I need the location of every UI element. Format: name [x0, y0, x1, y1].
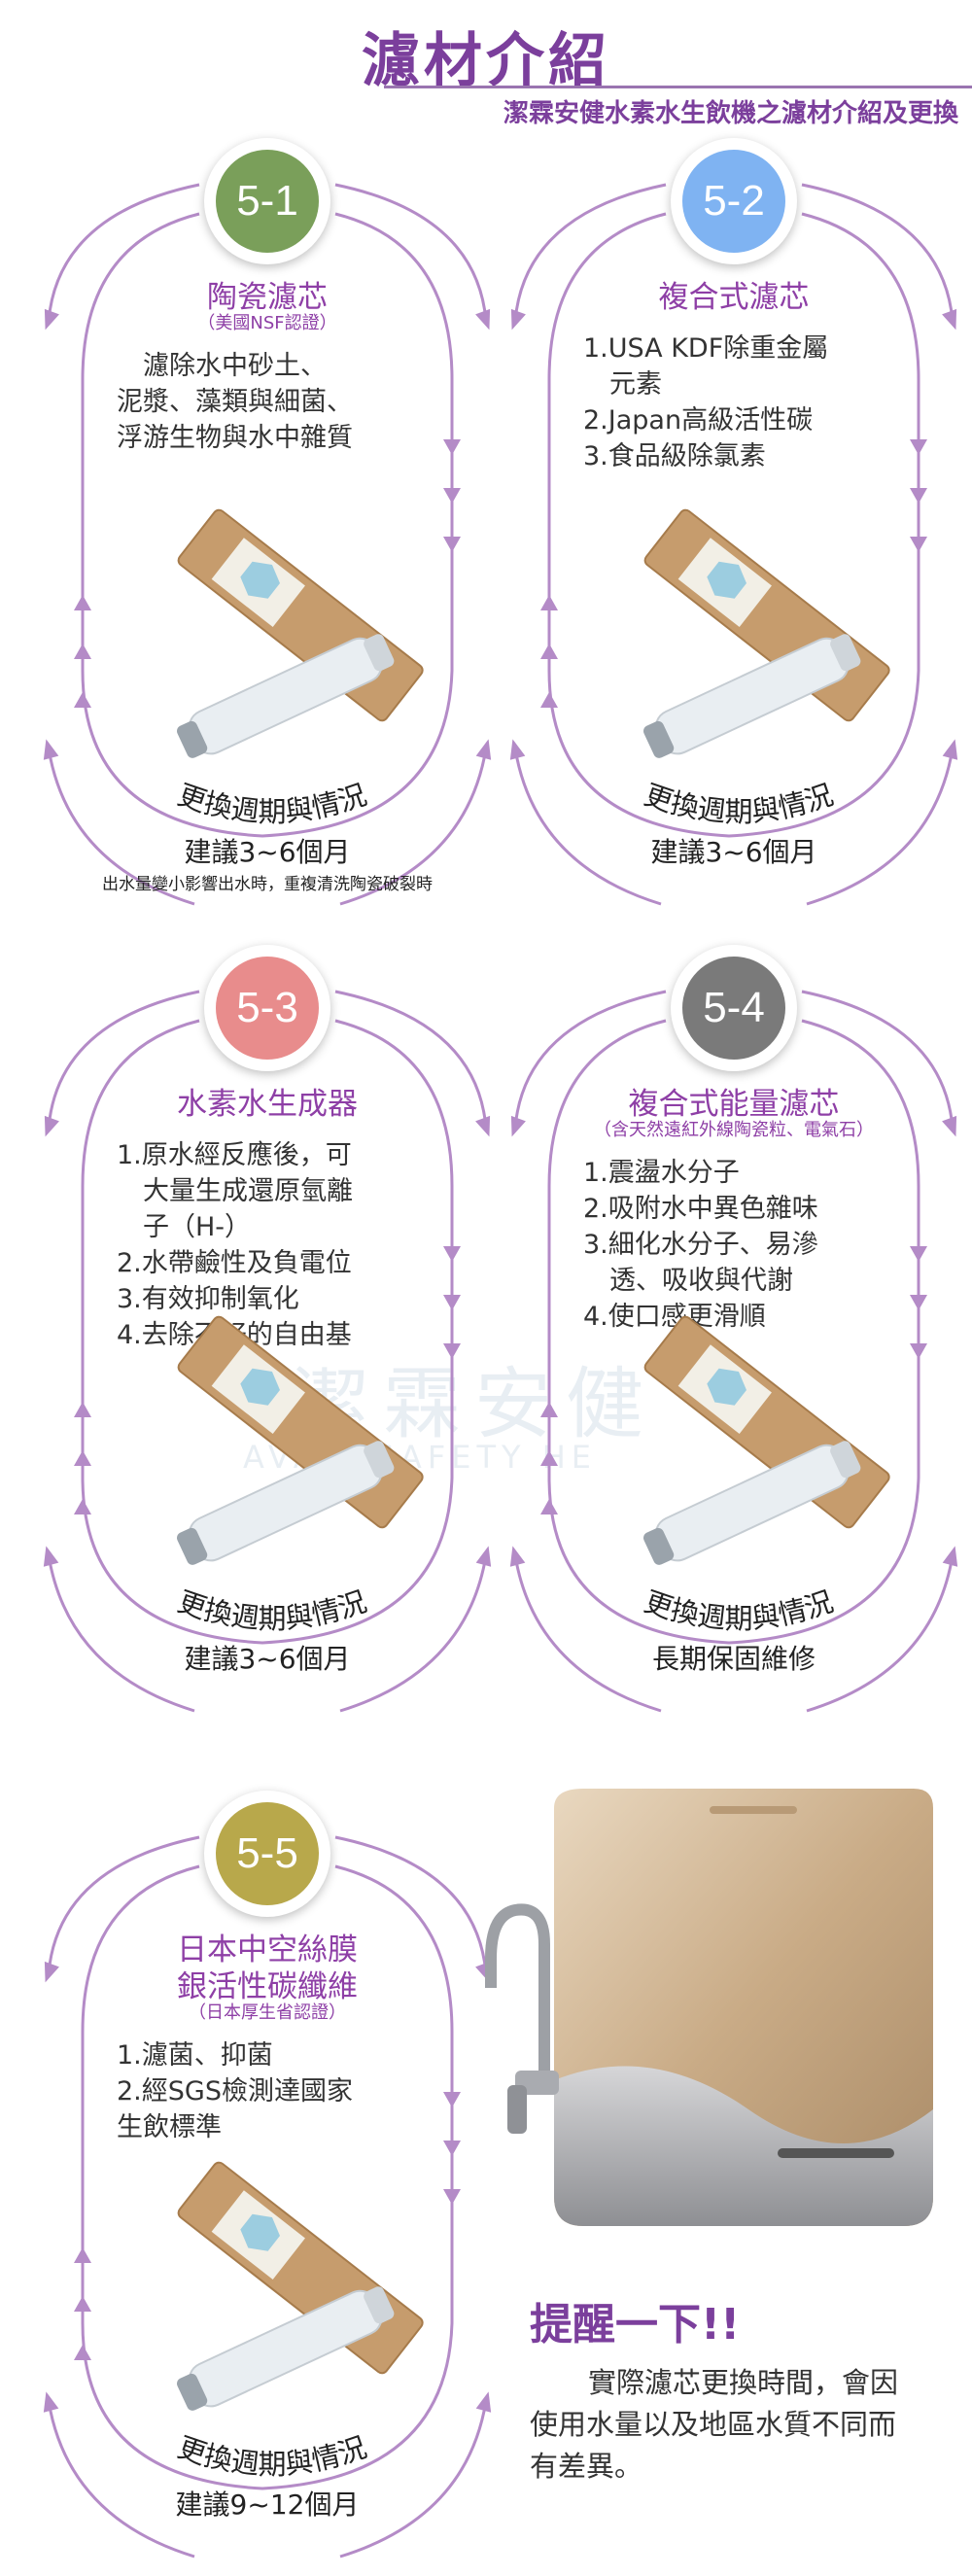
filter-description-line: 2.經SGS檢測達國家 [117, 2076, 353, 2106]
cycle-label-text: 更換週期與情況 [641, 778, 838, 828]
badge-circle: 5-4 [671, 945, 797, 1071]
badge-number: 5-2 [682, 150, 785, 253]
svg-text:更換週期與情況: 更換週期與情況 [641, 778, 838, 828]
filter-description-line: 大量生成還原氫離 [117, 1176, 353, 1206]
cycle-label: 更換週期與情況 [174, 778, 371, 828]
filter-description-line: 濾除水中砂土、 [117, 351, 327, 381]
filter-card-5: 5-5 日本中空絲膜銀活性碳纖維（日本厚生省認證） 1.濾菌、抑菌 2.經SGS檢測達… [39, 1779, 496, 2576]
replacement-cycle-note: 出水量變小影響出水時，重複清洗陶瓷破裂時 [102, 875, 433, 894]
badge-number: 5-5 [216, 1802, 319, 1905]
filter-description-line: 子（H-） [117, 1212, 252, 1242]
filter-description-line: 3.食品級除氯素 [583, 441, 766, 471]
cycle-label: 更換週期與情況 [641, 778, 838, 828]
cycle-label: 更換週期與情況 [641, 1584, 838, 1635]
filter-certification: （美國NSF認證） [197, 313, 337, 333]
svg-text:更換週期與情況: 更換週期與情況 [174, 1584, 371, 1635]
reminder-text: 實際濾芯更換時間，會因使用水量以及地區水質不同而有差異。 [530, 2366, 899, 2483]
filter-name: 水素水生成器 [177, 1087, 358, 1122]
cycle-label-text: 更換週期與情況 [174, 2430, 371, 2481]
filter-certification: （日本厚生省認證） [189, 2002, 346, 2023]
replacement-cycle: 長期保固維修 [651, 1643, 816, 1675]
water-machine-image [485, 1789, 933, 2226]
filter-description-line: 泥漿、藻類與細菌、 [117, 387, 353, 417]
badge-number: 5-3 [216, 957, 319, 1060]
svg-text:更換週期與情況: 更換週期與情況 [174, 2430, 371, 2481]
filter-card-3: 5-3 水素水生成器 1.原水經反應後，可 大量生成還原氫離 子（H-） 2.水帶鹼性… [39, 933, 496, 1730]
replacement-cycle: 建議3~6個月 [184, 1643, 351, 1675]
svg-text:更換週期與情況: 更換週期與情況 [174, 778, 371, 828]
filter-description-line: 2.Japan高級活性碳 [583, 405, 814, 435]
badge-number: 5-1 [216, 150, 319, 253]
filter-description: 1.濾菌、抑菌 2.經SGS檢測達國家生飲標準 [117, 2037, 353, 2145]
reminder-title: 提醒一下!! [530, 2300, 741, 2350]
cycle-label: 更換週期與情況 [174, 1584, 371, 1635]
cycle-label-text: 更換週期與情況 [174, 1584, 371, 1635]
badge-circle: 5-5 [204, 1791, 330, 1917]
badge-circle: 5-2 [671, 138, 797, 264]
filter-card-4: 5-4 複合式能量濾芯（含天然遠紅外線陶瓷粒、電氣石） 1.震盪水分子 2.吸附水中異… [505, 933, 962, 1730]
badge-number: 5-4 [682, 957, 785, 1060]
replacement-cycle: 建議9~12個月 [175, 2489, 360, 2521]
page-title: 濾材介紹 [362, 27, 610, 95]
filter-description-line: 浮游生物與水中雜質 [117, 423, 353, 453]
filter-description-line: 生飲標準 [117, 2112, 222, 2142]
cycle-label-text: 更換週期與情況 [174, 778, 371, 828]
filter-description-line: 透、吸收與代謝 [583, 1266, 793, 1296]
filter-card-2: 5-2 複合式濾芯 1.USA KDF除重金屬 元素 2.Japan高級活性碳 3.食品… [505, 126, 962, 923]
filter-name: 陶瓷濾芯 [207, 280, 328, 315]
filter-name-line2: 銀活性碳纖維 [177, 1969, 358, 2004]
filter-description-line: 3.有效抑制氧化 [117, 1284, 299, 1314]
badge-circle: 5-3 [204, 945, 330, 1071]
filter-description-line: 3.細化水分子、易滲 [583, 1230, 818, 1260]
filter-name: 複合式能量濾芯 [628, 1087, 840, 1122]
filter-description-line: 元素 [583, 369, 662, 400]
page-subtitle: 潔霖安健水素水生飲機之濾材介紹及更換 [503, 99, 958, 128]
filter-name: 複合式濾芯 [658, 280, 810, 315]
filter-description-line: 1.震盪水分子 [583, 1158, 740, 1188]
filter-description: 1.原水經反應後，可 大量生成還原氫離 子（H-） 2.水帶鹼性及負電位 3.有效抑… [117, 1137, 353, 1353]
filter-card-1: 5-1 陶瓷濾芯（美國NSF認證） 濾除水中砂土、泥漿、藻類與細菌、浮游生物與水中… [39, 126, 496, 923]
title-divider [384, 86, 972, 88]
filter-description-line: 2.吸附水中異色雜味 [583, 1194, 818, 1224]
cycle-label: 更換週期與情況 [174, 2430, 371, 2481]
replacement-cycle: 建議3~6個月 [650, 836, 817, 868]
svg-text:更換週期與情況: 更換週期與情況 [641, 1584, 838, 1635]
badge-circle: 5-1 [204, 138, 330, 264]
filter-description-line: 1.濾菌、抑菌 [117, 2040, 273, 2071]
filter-description: 1.USA KDF除重金屬 元素 2.Japan高級活性碳 3.食品級除氯素 [583, 331, 828, 474]
filter-certification: （含天然遠紅外線陶瓷粒、電氣石） [594, 1120, 874, 1140]
filter-description-line: 1.USA KDF除重金屬 [583, 333, 829, 364]
filter-description: 濾除水中砂土、泥漿、藻類與細菌、浮游生物與水中雜質 [117, 348, 353, 456]
replacement-cycle: 建議3~6個月 [184, 836, 351, 868]
cycle-label-text: 更換週期與情況 [641, 1584, 838, 1635]
filter-description-line: 2.水帶鹼性及負電位 [117, 1248, 352, 1278]
filter-description-line: 1.原水經反應後，可 [117, 1140, 352, 1170]
filter-name: 日本中空絲膜 [177, 1932, 358, 1967]
